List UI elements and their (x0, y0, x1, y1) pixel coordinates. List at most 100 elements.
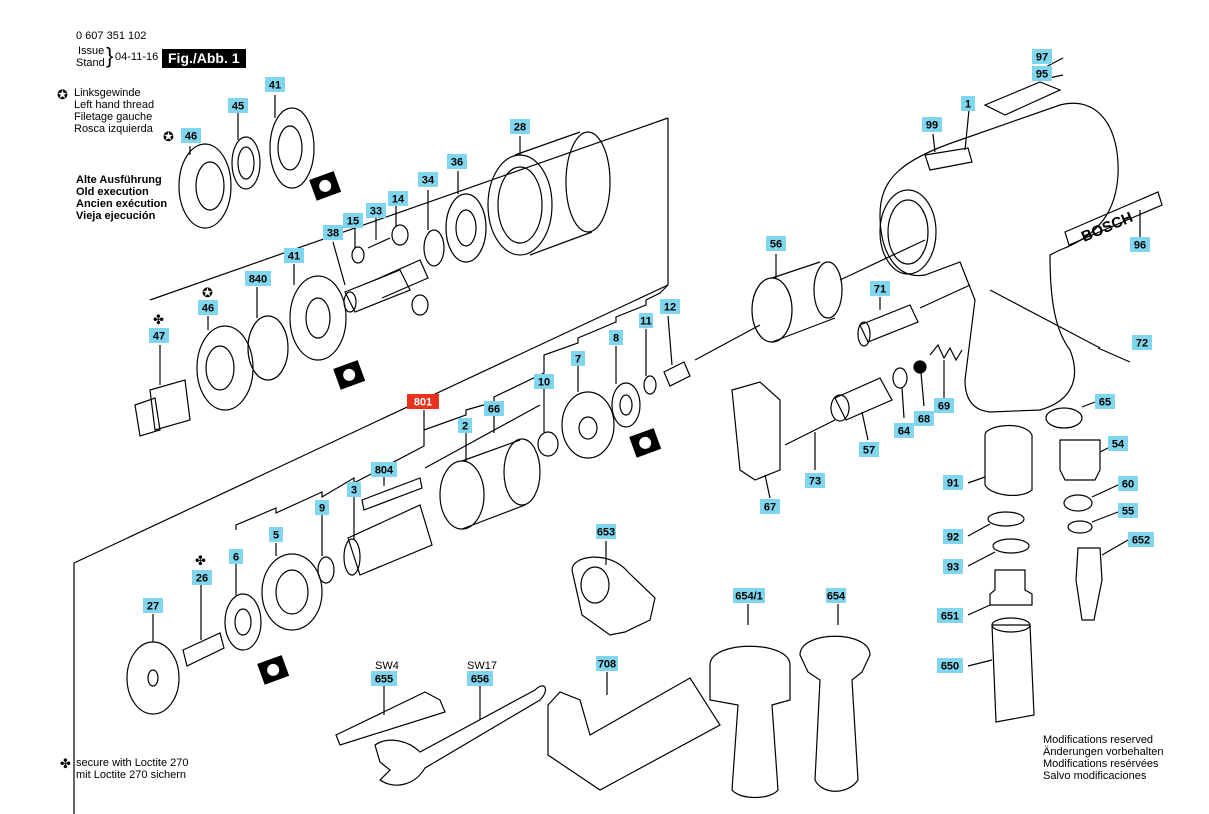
part-656-wrench (374, 685, 547, 786)
part-tag-652: 652 (1128, 532, 1154, 547)
bracket-line (235, 284, 669, 530)
modifications-line: Modifications reserved (1043, 734, 1154, 746)
left-hand-thread-icons: ✪ ✪ ✪ (57, 88, 213, 301)
tag-label: 12 (664, 302, 676, 314)
part-tag-67: 67 (760, 499, 780, 514)
part-tag-12: 12 (660, 299, 680, 314)
part-tag-65: 65 (1095, 394, 1115, 409)
part-46-nut (205, 345, 235, 391)
part-tag-5: 5 (269, 527, 283, 542)
part-46-nut (195, 161, 225, 211)
tag-background (760, 499, 780, 514)
loctite-icon: ✤ (60, 757, 71, 772)
part-65-oring (1045, 407, 1083, 429)
tag-label: 34 (422, 175, 435, 187)
part-67-trigger (731, 381, 781, 481)
part-tag-54: 54 (1108, 436, 1128, 451)
legend-line: Ancien exécution (76, 198, 168, 210)
part-2-cylinder (439, 460, 485, 530)
service-badges (257, 171, 662, 685)
part-tag-656: 656 (467, 671, 493, 686)
part-28-housing (497, 166, 543, 244)
part-tag-8: 8 (609, 330, 623, 345)
leader-line (694, 324, 761, 361)
part-tag-93: 93 (943, 559, 963, 574)
part-99-label (924, 147, 973, 171)
part-tag-804: 804 (371, 462, 397, 477)
tag-background (639, 313, 653, 328)
part-3-rotor (343, 538, 361, 576)
part-8-bearing (611, 382, 641, 428)
tag-label: 36 (451, 157, 463, 169)
tag-background (1132, 335, 1152, 350)
part-47-adapter (149, 379, 191, 431)
part-tag-650: 650 (937, 658, 963, 673)
tag-background (447, 154, 467, 169)
tag-label: 3 (351, 485, 357, 497)
tag-background (805, 473, 825, 488)
part-8-bearing (619, 394, 633, 416)
tag-background (733, 588, 765, 603)
tag-label: 650 (941, 661, 959, 673)
loctite-line: mit Loctite 270 sichern (76, 769, 187, 781)
tag-label: 71 (874, 284, 886, 296)
legend-line: Rosca izquierda (74, 123, 153, 135)
tag-label: 801 (414, 397, 432, 409)
part-11-ring (643, 375, 657, 395)
part-tag-840: 840 (245, 271, 271, 286)
tag-label: 57 (863, 445, 875, 457)
tag-label: 95 (1036, 69, 1048, 81)
part-56-muffler (751, 277, 793, 343)
tag-background (534, 374, 554, 389)
tag-background (284, 248, 304, 263)
leader-line (964, 109, 970, 151)
part-651-nipple (989, 569, 1033, 606)
part-71-valve (857, 321, 871, 347)
tag-label: 69 (938, 401, 950, 413)
part-73-rod (784, 419, 836, 446)
grease-badge (629, 428, 662, 458)
tag-background (467, 671, 493, 686)
part-36-bearing (455, 209, 477, 247)
part-tag-41: 41 (284, 248, 304, 263)
tag-background (609, 330, 623, 345)
tag-background (343, 213, 363, 228)
tag-label: 654/1 (735, 591, 763, 603)
tag-background (407, 394, 439, 409)
tag-label: 8 (613, 333, 619, 345)
part-92-filter (987, 511, 1025, 527)
modifications-line: Salvo modificaciones (1043, 770, 1147, 782)
part-6-bearing (224, 593, 262, 651)
part-654-handle (799, 635, 871, 792)
legend-line: Old execution (76, 186, 149, 198)
part-tag-41: 41 (265, 77, 285, 92)
tag-label: 654 (827, 591, 846, 603)
part-10-washer (537, 431, 559, 457)
part-tag-27: 27 (143, 598, 163, 613)
part-14-gear (391, 224, 409, 246)
tag-background (371, 671, 397, 686)
part-60-screen (1063, 494, 1093, 512)
leader-line (932, 133, 936, 153)
part-54-fitting (1059, 439, 1101, 481)
part-26-shaft (182, 632, 225, 667)
part-tag-655: 655 (371, 671, 397, 686)
part-tag-46: 46 (198, 300, 218, 315)
part-tag-651: 651 (937, 608, 963, 623)
loctite-line: secure with Loctite 270 (76, 757, 189, 769)
leader-line (901, 387, 905, 419)
tag-background (596, 656, 618, 671)
part-tag-654-1: 654/1 (733, 588, 765, 603)
tag-background (388, 191, 408, 206)
tag-label: 652 (1132, 535, 1150, 547)
tag-background (1118, 476, 1138, 491)
part-7-plate (578, 416, 598, 440)
tag-background (1118, 503, 1138, 518)
loctite-icons: ✤ ✤ ✤ (60, 313, 206, 772)
part-47-adapter (134, 397, 161, 437)
legend-line: Vieja ejecución (76, 210, 156, 222)
part-tag-66: 66 (484, 401, 504, 416)
part-tag-14: 14 (388, 191, 408, 206)
tag-label: 93 (947, 562, 959, 574)
tag-background (245, 271, 271, 286)
